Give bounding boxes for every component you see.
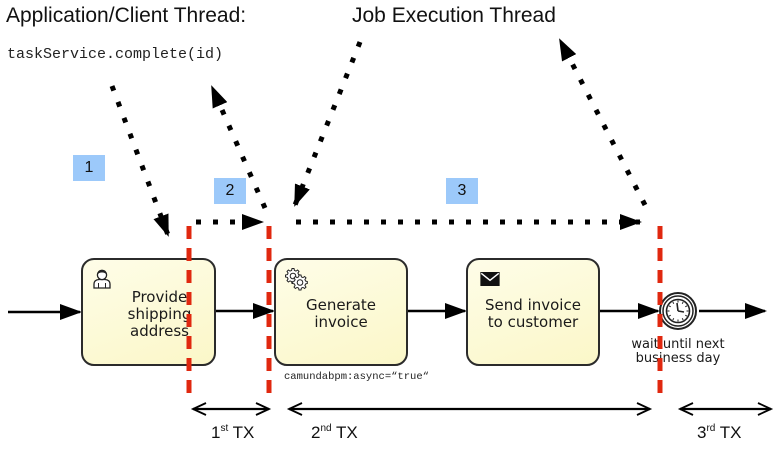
tx-label-1: 1st TX	[211, 423, 254, 443]
clock-icon	[665, 298, 691, 324]
task-generate-invoice[interactable]: Generate invoice	[274, 258, 408, 366]
thread-arrow-client-to-task	[109, 85, 171, 237]
tx-text: TX	[232, 423, 255, 442]
step-badge-1: 1	[73, 155, 105, 181]
tx-ordinal: 3	[697, 423, 707, 442]
step-badge-3: 3	[446, 178, 478, 204]
user-icon	[93, 269, 111, 289]
timer-event[interactable]	[659, 292, 697, 330]
step-label: 3	[457, 182, 467, 199]
tx-span-1-right-head	[255, 402, 272, 416]
client-thread-heading: Application/Client Thread:	[6, 4, 247, 27]
job-thread-heading: Job Execution Thread	[352, 4, 556, 27]
tx-suffix: nd	[320, 423, 332, 434]
envelope-icon	[480, 272, 500, 286]
tx-label-3: 3rd TX	[697, 423, 742, 443]
tx-span-3-left-head	[677, 402, 694, 416]
tx-ordinal: 1	[211, 423, 221, 442]
step-badge-2: 2	[214, 178, 246, 204]
gear-icon	[285, 268, 308, 291]
client-call-code: taskService.complete(id)	[7, 46, 224, 63]
task-label: Generate invoice	[305, 296, 377, 331]
step-label: 1	[84, 159, 94, 176]
thread-arrow-return-to-job	[557, 38, 648, 207]
step-label: 2	[225, 182, 235, 199]
tx-suffix: rd	[706, 423, 716, 434]
task-provide-shipping-address[interactable]: Provide shipping address	[81, 258, 216, 366]
tx-label-2: 2nd TX	[311, 423, 358, 443]
tx-text: TX	[336, 423, 358, 442]
tx-span-3-right-head	[757, 402, 774, 416]
tx-suffix: st	[220, 423, 229, 434]
task-label: Provide shipping address	[127, 287, 192, 340]
tx-text: TX	[719, 423, 742, 442]
tx-span-2-left-head	[286, 402, 303, 416]
tx-ordinal: 2	[311, 423, 321, 442]
thread-arrow-return-to-client	[209, 85, 268, 210]
tx-span-2-right-head	[636, 402, 653, 416]
task-label: Send invoice to customer	[485, 296, 581, 331]
thread-arrow-job-to-task	[292, 41, 363, 207]
task-send-invoice[interactable]: Send invoice to customer	[466, 258, 600, 366]
tx-span-1-left-head	[190, 402, 207, 416]
timer-event-label: wait until next business day	[631, 337, 725, 366]
async-annotation: camundabpm:async=“true“	[284, 371, 429, 383]
